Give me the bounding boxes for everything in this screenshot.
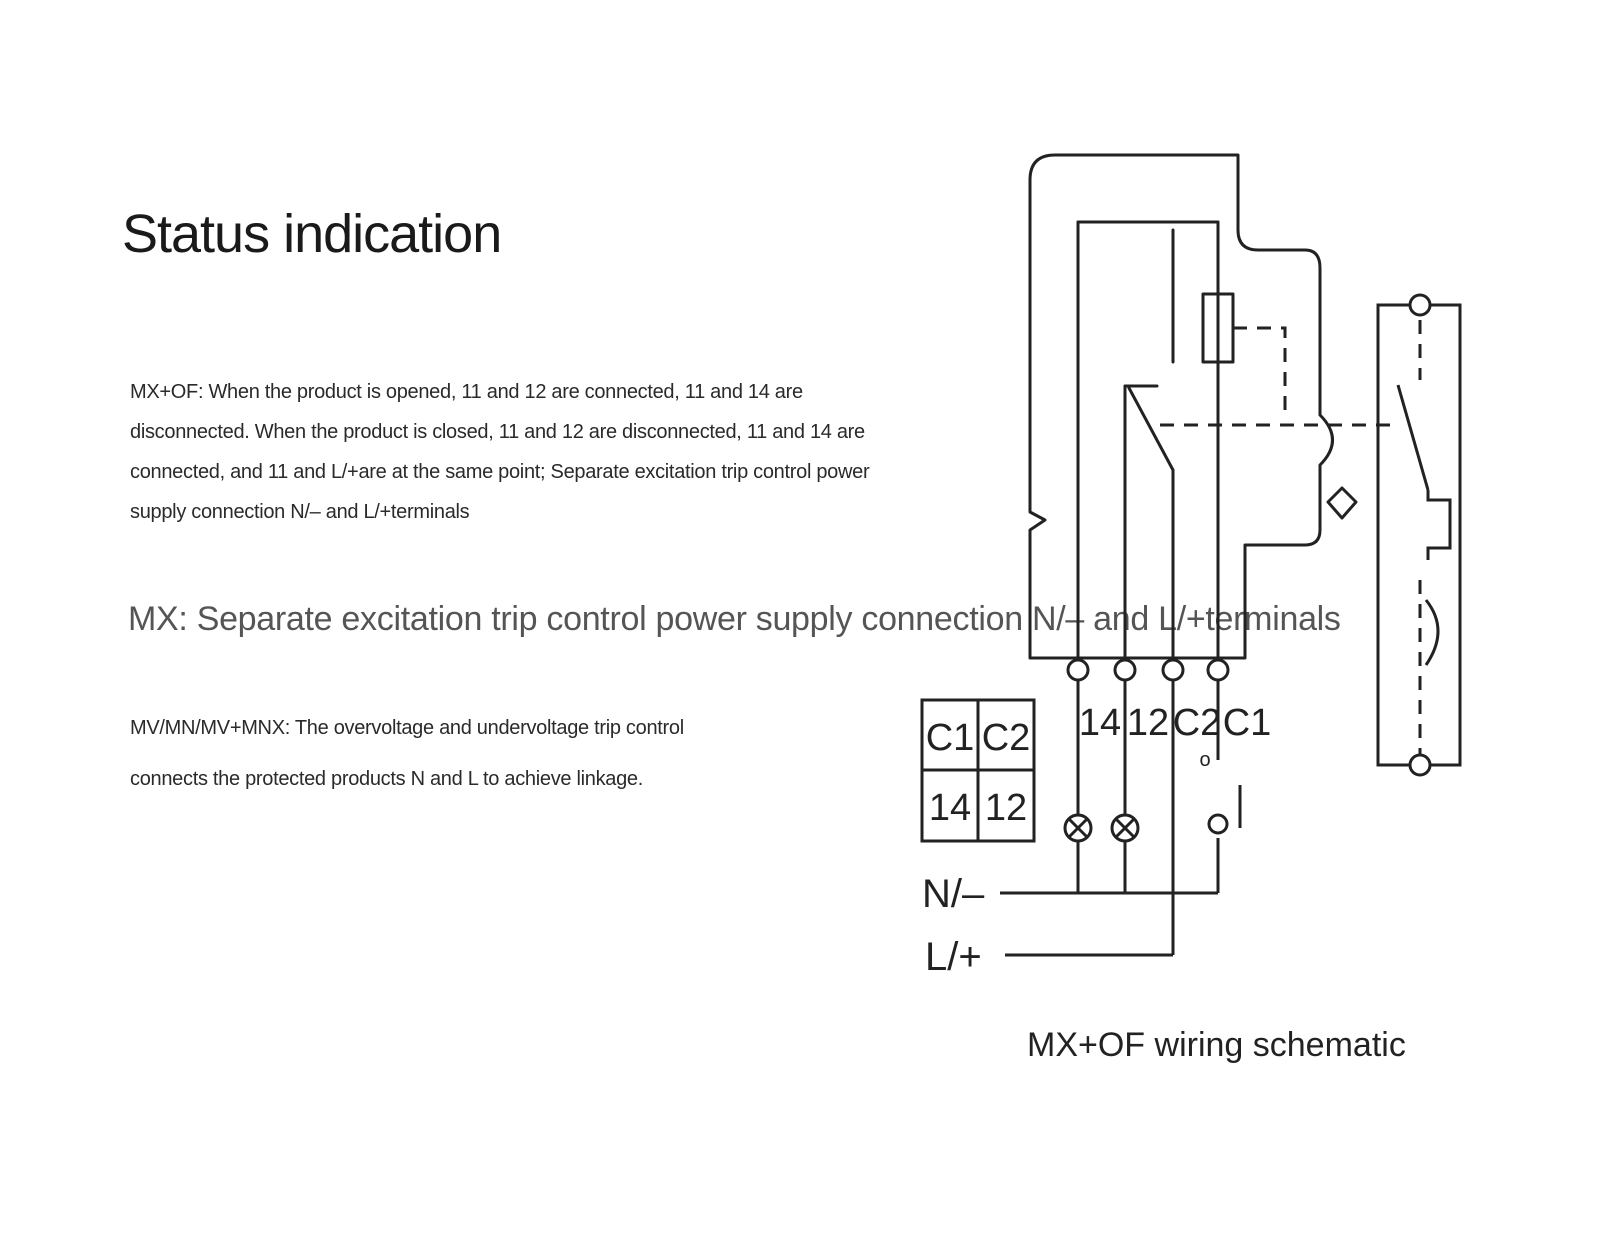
link-diamond <box>1326 486 1358 520</box>
page-title: Status indication <box>122 204 502 264</box>
mv-description-line-1: MV/MN/MV+MNX: The overvoltage and underv… <box>130 717 684 739</box>
mx-of-description: MX+OF: When the product is opened, 11 an… <box>130 372 950 532</box>
switch-blade <box>1127 386 1175 472</box>
breaker-magnetic <box>1424 599 1440 666</box>
indicator-lamps <box>1063 813 1229 843</box>
mx-of-line-3: connected, and 11 and L/+are at the same… <box>130 461 870 483</box>
legend-c2: C2 <box>982 717 1031 759</box>
device-housing <box>1028 153 1334 660</box>
terminal-14 <box>1066 658 1090 682</box>
breaker-top-terminal <box>1408 293 1432 317</box>
legend-table <box>920 698 1036 843</box>
legend-12: 12 <box>985 787 1027 829</box>
breaker-bottom-terminal <box>1408 753 1432 777</box>
mx-of-line-1: MX+OF: When the product is opened, 11 an… <box>130 381 803 403</box>
breaker-thermal <box>1426 490 1452 560</box>
neutral-label: N/– <box>922 872 985 916</box>
mv-description-line-2: connects the protected products N and L … <box>130 768 644 790</box>
terminal-label-c2: C2 <box>1173 702 1222 744</box>
terminal-c2 <box>1161 658 1185 682</box>
mx-description: MX: Separate excitation trip control pow… <box>128 600 1341 638</box>
mx-of-line-2: disconnected. When the product is closed… <box>130 421 865 443</box>
legend-c1: C1 <box>926 717 975 759</box>
terminal-label-14: 14 <box>1079 702 1121 744</box>
terminal-label-12: 12 <box>1127 702 1169 744</box>
terminal-label-c1: C1 <box>1223 702 1272 744</box>
terminal-12 <box>1113 658 1137 682</box>
line-label: L/+ <box>925 935 982 979</box>
mx-of-line-4: supply connection N/– and L/+terminals <box>130 501 470 523</box>
coil-linkage <box>1233 326 1287 412</box>
terminal-c1 <box>1206 658 1230 682</box>
breaker-contact <box>1396 384 1430 491</box>
pushbutton-icon <box>1207 813 1229 835</box>
schematic-caption: MX+OF wiring schematic <box>1027 1026 1406 1064</box>
small-o-mark: o <box>1199 749 1210 771</box>
legend-14: 14 <box>929 787 971 829</box>
